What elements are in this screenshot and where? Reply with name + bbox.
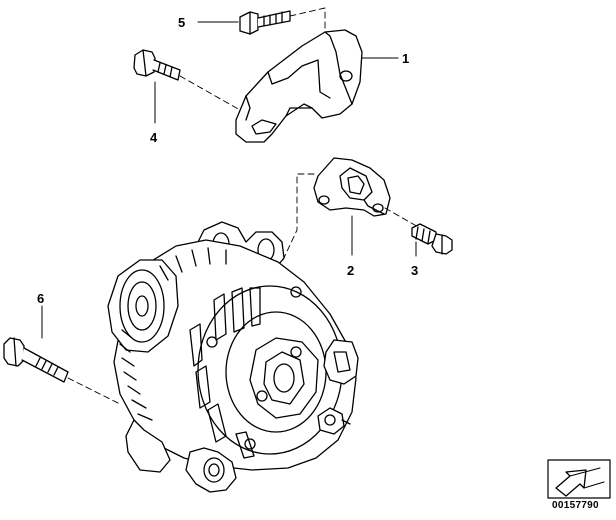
callout-2: 2 bbox=[347, 263, 354, 278]
callout-1: 1 bbox=[402, 51, 409, 66]
alternator-icon bbox=[107, 221, 359, 493]
callout-5: 5 bbox=[178, 15, 185, 30]
stamp-arrow-icon bbox=[547, 459, 611, 499]
flange-2-icon bbox=[313, 157, 391, 217]
dashed-guide-4 bbox=[179, 75, 241, 111]
callout-6: 6 bbox=[37, 291, 44, 306]
dashed-guide-5 bbox=[289, 7, 326, 39]
part-number-label: 00157790 bbox=[552, 500, 599, 511]
callout-4: 4 bbox=[150, 130, 158, 145]
bolt-6-icon bbox=[3, 337, 69, 383]
bolt-3-icon bbox=[411, 223, 453, 255]
dashed-guide-6 bbox=[67, 377, 121, 405]
bolt-4-icon bbox=[133, 49, 181, 81]
dashed-guide-2 bbox=[281, 173, 315, 263]
bolt-5-icon bbox=[239, 10, 291, 35]
dashed-guide-3 bbox=[384, 207, 421, 229]
bracket-1-icon bbox=[235, 29, 363, 143]
callout-3: 3 bbox=[411, 263, 418, 278]
